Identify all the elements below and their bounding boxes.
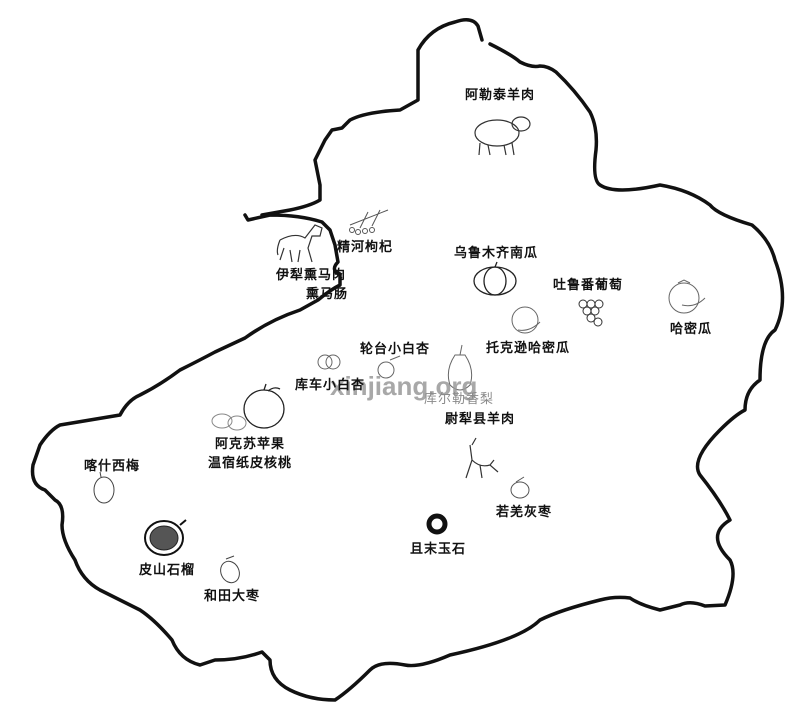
jujube-icon [510,476,530,499]
label-urumqi: 乌鲁木齐南瓜 [454,246,539,261]
label-yili: 伊犁熏马肉 [276,268,347,283]
plum-icon [93,471,115,504]
label-turpan: 吐鲁番葡萄 [553,278,624,293]
hami-melon-icon [668,279,706,314]
label-kashgar: 喀什西梅 [84,459,141,474]
label-qiemo: 且末玉石 [410,542,467,557]
jade-ring-icon [426,513,448,535]
label-luntai: 轮台小白杏 [360,342,431,357]
label-pishan: 皮山石榴 [139,563,196,578]
apple-icon [243,383,285,429]
label-hotan: 和田大枣 [204,589,261,604]
grapes-icon [578,299,604,327]
goat-icon [465,437,499,479]
region-border [30,18,785,702]
watermark: xinjiang.org [330,371,478,401]
melon-icon [511,306,541,334]
label-aksu: 阿克苏苹果 [215,437,286,452]
label-yuli: 尉犁县羊肉 [445,412,516,427]
label-jinghe: 精河枸杞 [337,240,394,255]
pumpkin-icon [473,261,517,296]
label-yili-2: 熏马肠 [306,287,349,302]
label-korla: 库尔勒香梨 [424,392,495,407]
label-aksu-2: 温宿纸皮核桃 [208,456,293,471]
walnut-icon [211,413,247,431]
sheep-icon [474,116,531,156]
pear-icon [447,344,473,391]
pomegranate-icon [144,519,187,556]
jujube-icon [220,555,240,584]
label-altay: 阿勒泰羊肉 [465,88,536,103]
label-hami: 哈密瓜 [670,322,713,337]
label-ruoqiang: 若羌灰枣 [496,505,553,520]
goji-berry-icon [349,209,389,235]
label-kuqa: 库车小白杏 [295,378,366,393]
horse-icon [276,224,323,263]
apricot-icon [317,354,401,379]
label-toksun: 托克逊哈密瓜 [486,341,571,356]
